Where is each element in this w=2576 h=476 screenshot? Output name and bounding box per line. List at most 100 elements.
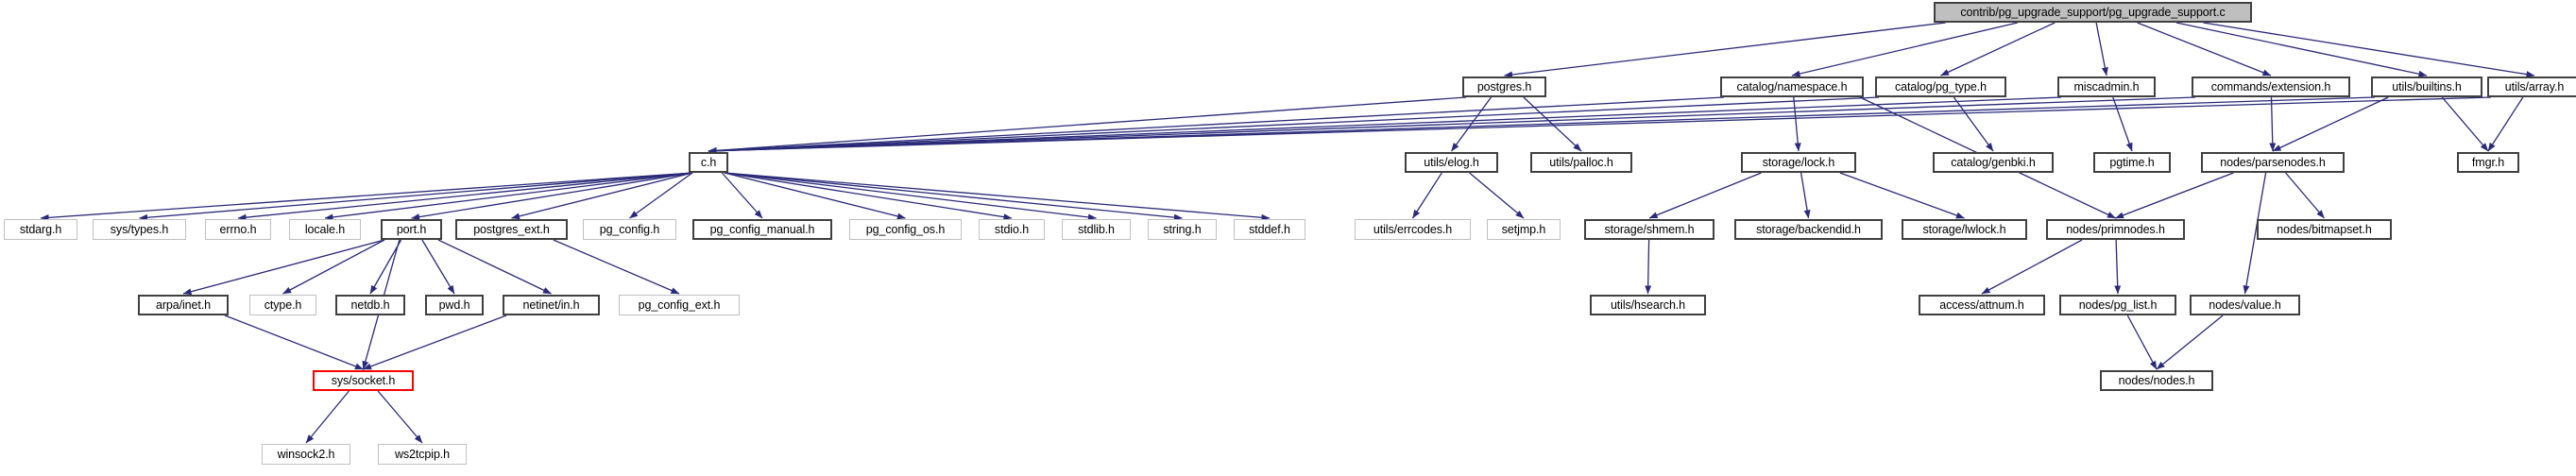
graph-node-syssocket[interactable]: sys/socket.h <box>313 370 414 391</box>
graph-node-label: sys/socket.h <box>331 373 396 387</box>
graph-edge-shmem-to-hsearch <box>1645 239 1652 295</box>
graph-edge-ch-to-pg_config_os <box>724 172 906 220</box>
graph-node-errno[interactable]: errno.h <box>205 219 271 240</box>
graph-edge-value-to-nodes <box>2156 314 2224 370</box>
graph-node-systypes[interactable]: sys/types.h <box>93 219 186 240</box>
graph-node-stdarg[interactable]: stdarg.h <box>4 219 77 240</box>
graph-node-netinetin[interactable]: netinet/in.h <box>503 295 600 315</box>
graph-node-pg_config_manual[interactable]: pg_config_manual.h <box>692 219 832 240</box>
graph-edge-ch-to-string <box>724 172 1183 221</box>
graph-node-nodes[interactable]: nodes/nodes.h <box>2100 370 2213 391</box>
graph-edge-primnodes-to-pg_list <box>2114 239 2122 295</box>
graph-node-label: pgtime.h <box>2109 155 2155 169</box>
graph-edge-postgres_ext-to-pg_config_ext <box>553 239 680 295</box>
graph-edge-parsenodes-to-bitmapset <box>2285 172 2325 219</box>
graph-node-ws2tcpip[interactable]: ws2tcpip.h <box>378 444 467 465</box>
graph-node-label: utils/errcodes.h <box>1373 222 1453 236</box>
graph-node-label: arpa/inet.h <box>156 298 211 312</box>
graph-node-label: miscadmin.h <box>2073 79 2140 94</box>
graph-node-pg_list[interactable]: nodes/pg_list.h <box>2059 295 2176 315</box>
graph-node-pg_type[interactable]: catalog/pg_type.h <box>1875 76 2006 97</box>
graph-node-locale[interactable]: locale.h <box>289 219 361 240</box>
graph-node-ctype[interactable]: ctype.h <box>249 295 316 315</box>
graph-node-netdb[interactable]: netdb.h <box>335 295 405 315</box>
graph-edge-lock-to-lwlock <box>1839 172 1965 219</box>
graph-edge-port-to-pwd <box>421 239 455 295</box>
graph-node-extension[interactable]: commands/extension.h <box>2192 76 2350 97</box>
graph-node-label: utils/elog.h <box>1424 155 1479 169</box>
graph-edge-array-to-ch <box>708 96 2492 155</box>
graph-node-label: ws2tcpip.h <box>394 447 451 461</box>
graph-node-label: access/attnum.h <box>1939 298 2024 312</box>
graph-node-genbki[interactable]: catalog/genbki.h <box>1933 152 2054 173</box>
graph-edge-ch-to-pg_config_manual <box>721 172 763 219</box>
graph-edge-port-to-ctype <box>282 239 385 295</box>
graph-node-label: stddef.h <box>1249 222 1290 236</box>
graph-node-pgtime[interactable]: pgtime.h <box>2093 152 2171 173</box>
graph-edge-ch-to-postgres_ext <box>511 172 693 220</box>
graph-edge-lock-to-backendid <box>1800 172 1811 219</box>
graph-node-stdio[interactable]: stdio.h <box>979 219 1045 240</box>
graph-node-bitmapset[interactable]: nodes/bitmapset.h <box>2257 219 2392 240</box>
graph-node-backendid[interactable]: storage/backendid.h <box>1734 219 1883 240</box>
graph-node-shmem[interactable]: storage/shmem.h <box>1584 219 1714 240</box>
graph-node-miscadmin[interactable]: miscadmin.h <box>2057 76 2156 97</box>
graph-node-arpainet[interactable]: arpa/inet.h <box>138 295 229 315</box>
graph-edge-primnodes-to-attnum <box>1981 239 2083 295</box>
graph-node-label: storage/lwlock.h <box>1922 222 2006 236</box>
graph-edge-ch-to-stdarg <box>40 172 693 221</box>
graph-node-label: netdb.h <box>350 298 390 312</box>
graph-edge-syssocket-to-winsock2 <box>305 390 350 444</box>
graph-edge-port-to-arpainet <box>182 239 385 296</box>
graph-node-parsenodes[interactable]: nodes/parsenodes.h <box>2201 152 2345 173</box>
graph-node-ch[interactable]: c.h <box>689 152 728 173</box>
graph-node-label: storage/shmem.h <box>1604 222 1695 236</box>
graph-node-label: pg_config_os.h <box>865 222 946 236</box>
graph-node-label: nodes/parsenodes.h <box>2220 155 2326 169</box>
graph-node-stdlib[interactable]: stdlib.h <box>1062 219 1131 240</box>
graph-node-value[interactable]: nodes/value.h <box>2190 295 2300 315</box>
graph-node-winsock2[interactable]: winsock2.h <box>262 444 350 465</box>
graph-edge-root-to-array <box>2203 22 2535 78</box>
graph-node-pg_config_os[interactable]: pg_config_os.h <box>849 219 962 240</box>
graph-edge-builtins-to-fmgr <box>2441 96 2489 152</box>
graph-node-label: storage/lock.h <box>1762 155 1835 169</box>
graph-node-palloc[interactable]: utils/palloc.h <box>1530 152 1632 173</box>
graph-node-label: nodes/primnodes.h <box>2066 222 2165 236</box>
graph-edge-ch-to-stdlib <box>724 172 1097 221</box>
graph-node-label: pg_config.h <box>599 222 660 236</box>
graph-node-string[interactable]: string.h <box>1148 219 1217 240</box>
graph-node-setjmp[interactable]: setjmp.h <box>1487 219 1561 240</box>
graph-edge-builtins-to-parsenodes <box>2272 96 2389 152</box>
graph-edge-ch-to-locale <box>324 172 693 221</box>
graph-edge-pg_list-to-nodes <box>2126 314 2158 370</box>
graph-node-namespace[interactable]: catalog/namespace.h <box>1720 76 1864 97</box>
graph-node-port[interactable]: port.h <box>381 219 442 240</box>
graph-node-label: catalog/pg_type.h <box>1895 79 1987 94</box>
graph-node-stddef[interactable]: stddef.h <box>1234 219 1305 240</box>
graph-node-label: locale.h <box>304 222 346 236</box>
graph-node-pwd[interactable]: pwd.h <box>425 295 484 315</box>
graph-node-label: contrib/pg_upgrade_support/pg_upgrade_su… <box>1960 5 2226 19</box>
graph-node-builtins[interactable]: utils/builtins.h <box>2371 76 2482 97</box>
graph-edge-root-to-miscadmin <box>2095 22 2108 76</box>
graph-node-root[interactable]: contrib/pg_upgrade_support/pg_upgrade_su… <box>1934 2 2252 23</box>
graph-node-primnodes[interactable]: nodes/primnodes.h <box>2046 219 2185 240</box>
graph-node-label: setjmp.h <box>1501 222 1546 236</box>
graph-edge-port-to-netinetin <box>437 239 552 295</box>
graph-node-postgres_ext[interactable]: postgres_ext.h <box>455 219 568 240</box>
graph-node-label: sys/types.h <box>110 222 169 236</box>
graph-node-array[interactable]: utils/array.h <box>2487 76 2576 97</box>
graph-node-lock[interactable]: storage/lock.h <box>1741 152 1856 173</box>
graph-node-attnum[interactable]: access/attnum.h <box>1919 295 2045 315</box>
graph-node-fmgr[interactable]: fmgr.h <box>2457 152 2519 173</box>
graph-node-pg_config[interactable]: pg_config.h <box>583 219 676 240</box>
graph-node-hsearch[interactable]: utils/hsearch.h <box>1590 295 1706 315</box>
graph-edge-arpainet-to-syssocket <box>224 314 364 370</box>
graph-node-elog[interactable]: utils/elog.h <box>1405 152 1498 173</box>
graph-node-pg_config_ext[interactable]: pg_config_ext.h <box>619 295 740 315</box>
graph-node-postgres[interactable]: postgres.h <box>1462 76 1546 97</box>
graph-node-label: netinet/in.h <box>522 298 580 312</box>
graph-node-lwlock[interactable]: storage/lwlock.h <box>1902 219 2027 240</box>
graph-node-errcodes[interactable]: utils/errcodes.h <box>1355 219 1471 240</box>
